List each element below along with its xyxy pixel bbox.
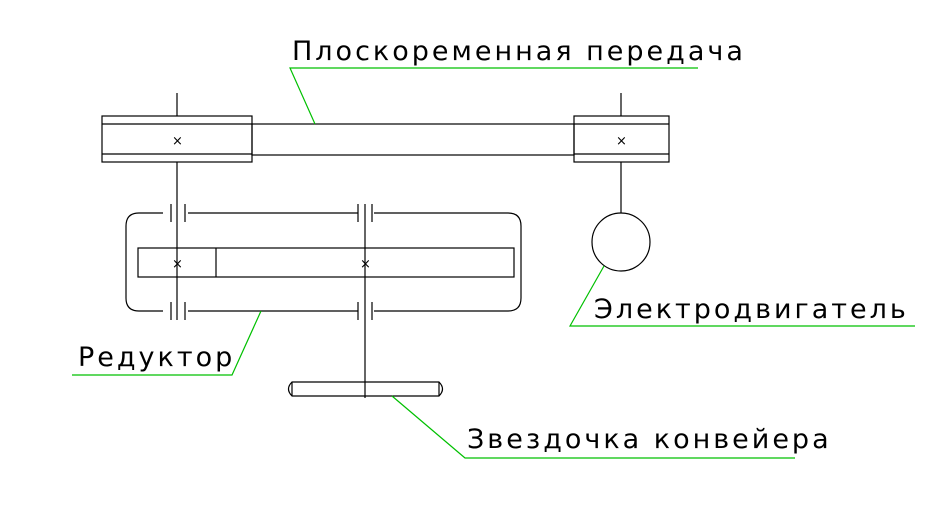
gearbox: × ×: [125, 162, 522, 398]
sprocket-label: Звездочка конвейера: [467, 424, 832, 455]
motor-circle: [591, 212, 651, 272]
conveyor-sprocket: [287, 381, 444, 397]
motor-leader: [568, 265, 915, 327]
electric-motor: [591, 162, 651, 272]
pinion-axis-mark: ×: [172, 257, 183, 272]
left-pulley-axis-mark: ×: [172, 134, 183, 149]
wheel-axis-mark: ×: [360, 257, 371, 272]
flat-belt: [251, 123, 575, 156]
belt-drive-label: Плоскоременная передача: [292, 36, 746, 67]
right-pulley-axis-mark: ×: [616, 134, 627, 149]
gearbox-leader: [72, 310, 262, 376]
gearbox-label: Редуктор: [78, 342, 235, 373]
flat-belt-drive: × ×: [101, 93, 670, 163]
motor-label: Электродвигатель: [594, 294, 909, 325]
gearbox-housing: [125, 212, 522, 312]
sprocket-leader: [391, 395, 795, 459]
leader-lines: [72, 67, 915, 459]
gear-pair: [137, 247, 515, 278]
belt-drive-leader: [289, 67, 698, 125]
